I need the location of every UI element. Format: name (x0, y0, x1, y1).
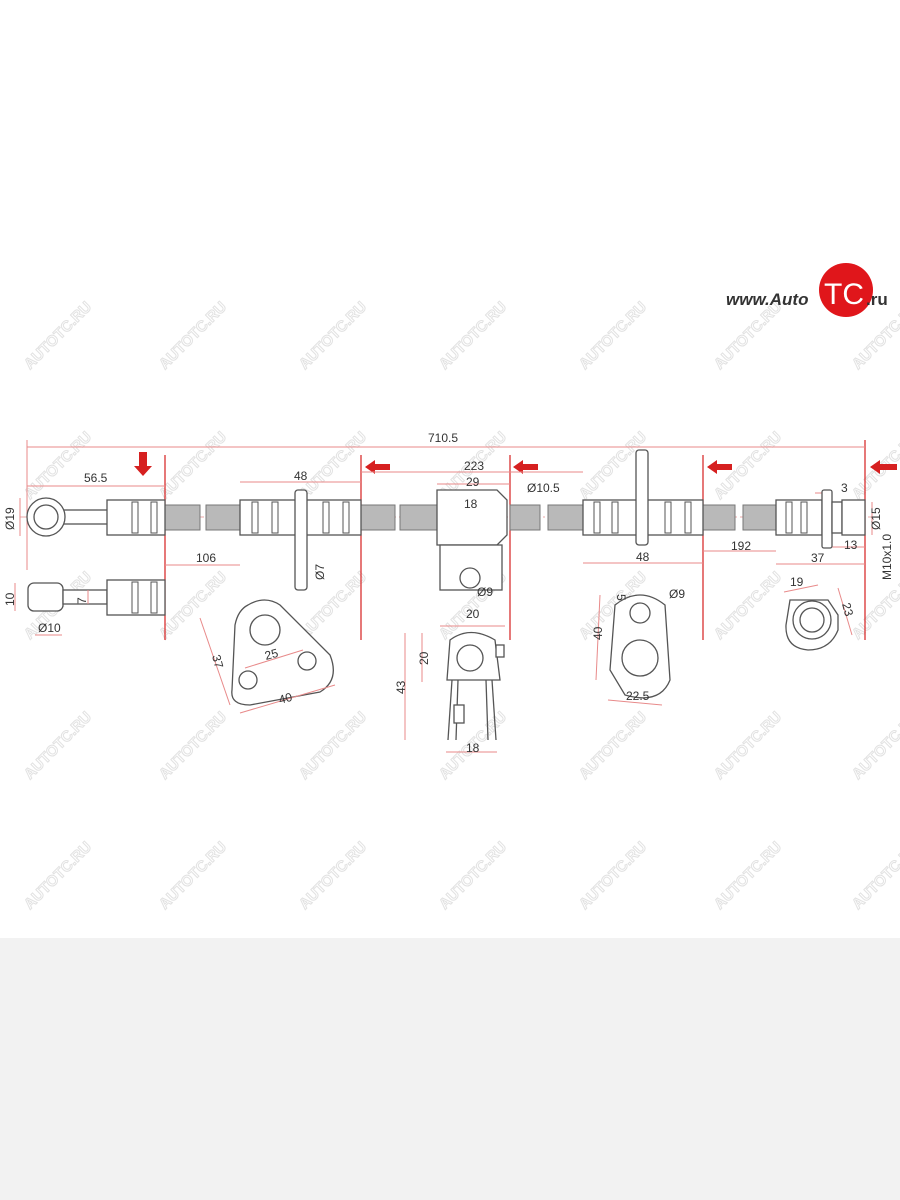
dim-nut-diameter: Ø15 (869, 507, 883, 530)
watermark-text: AUTOTC.RU (576, 839, 650, 913)
dim-hose-diameter: Ø10.5 (527, 481, 560, 495)
dim-gap-106: 106 (196, 551, 216, 565)
dimension-lines (19, 446, 873, 566)
watermark-text: AUTOTC.RU (296, 839, 370, 913)
dim-nut-13: 13 (844, 538, 858, 552)
watermark-text: AUTOTC.RU (156, 299, 230, 373)
arrow-down-icon (134, 452, 152, 476)
watermark-text: AUTOTC.RU (711, 299, 785, 373)
dim-thread: M10x1.0 (880, 534, 894, 580)
logo-prefix: www.Auto (726, 290, 808, 309)
dim-side-7: 7 (75, 597, 89, 604)
dim-fitting2-length: 48 (636, 550, 650, 564)
dim-clip-front-20w: 20 (466, 607, 480, 621)
arrow-left-icon (365, 460, 390, 474)
dimension-labels: 710.5 56.5 Ø19 48 106 Ø7 223 29 18 Ø10.5… (3, 431, 894, 755)
watermark-text: AUTOTC.RU (296, 709, 370, 783)
dim-nut-23: 23 (839, 601, 856, 618)
watermark-text: AUTOTC.RU (156, 709, 230, 783)
watermark-text: AUTOTC.RU (711, 569, 785, 643)
dim-clip-29: 29 (466, 475, 480, 489)
dim-oval-22-5: 22.5 (626, 689, 650, 703)
watermark-text: AUTOTC.RU (849, 709, 900, 783)
dim-end-37: 37 (811, 551, 825, 565)
dim-washer-3: 3 (841, 481, 848, 495)
dim-nut-19: 19 (790, 575, 804, 589)
watermark-text: AUTOTC.RU (21, 709, 95, 783)
dim-clip-front-43: 43 (394, 680, 408, 694)
dim-span-223: 223 (464, 459, 484, 473)
hose-fitting-bracket-2 (582, 449, 704, 546)
arrow-left-icon (513, 460, 538, 474)
clip-front-view (404, 625, 505, 753)
dim-clip-hole: Ø9 (477, 585, 493, 599)
dim-eye-diameter: Ø19 (3, 507, 17, 530)
watermark-text: AUTOTC.RU (711, 839, 785, 913)
dim-hole-7: Ø7 (313, 564, 327, 580)
watermark-text: AUTOTC.RU (849, 839, 900, 913)
watermark-text: AUTOTC.RU (156, 839, 230, 913)
banjo-eye-fitting (26, 497, 166, 537)
dim-clip-front-18: 18 (466, 741, 480, 755)
hose-segments (164, 504, 777, 531)
watermark-text: AUTOTC.RU (436, 299, 510, 373)
watermark-text: AUTOTC.RU (156, 569, 230, 643)
mounting-arrows (134, 452, 897, 476)
oval-bracket-view (595, 594, 671, 706)
clip-fitting (436, 489, 508, 591)
dim-gap-192: 192 (731, 539, 751, 553)
dim-side-10: 10 (3, 592, 17, 606)
dim-oval-40: 40 (591, 626, 605, 640)
logo-circle (819, 263, 873, 317)
watermark-text: AUTOTC.RU (576, 709, 650, 783)
arrow-left-icon (707, 460, 732, 474)
logo-suffix: .ru (866, 290, 888, 309)
logo-mark: TC (824, 278, 864, 311)
dim-tri-40: 40 (277, 690, 294, 707)
dim-clip-front-20h: 20 (417, 651, 431, 665)
dim-oval-hole: Ø9 (669, 587, 685, 601)
watermark-text: AUTOTC.RU (711, 709, 785, 783)
triangle-bracket-view (199, 599, 336, 714)
dim-tri-25: 25 (263, 646, 280, 663)
dim-total-length: 710.5 (428, 431, 458, 445)
watermark-text: AUTOTC.RU (156, 429, 230, 503)
dim-clip-18: 18 (464, 497, 478, 511)
arrow-left-icon (870, 460, 897, 474)
watermark-text: AUTOTC.RU (21, 299, 95, 373)
dim-tri-37: 37 (209, 653, 226, 670)
watermark-text: AUTOTC.RU (576, 299, 650, 373)
dim-fitting1-length: 48 (294, 469, 308, 483)
side-view-fitting (14, 579, 166, 636)
end-fitting-nut (775, 489, 866, 549)
autotc-logo: www.Auto TC .ru (726, 263, 888, 317)
watermark-text: AUTOTC.RU (296, 299, 370, 373)
dim-side-d10: Ø10 (38, 621, 61, 635)
drawing-sheet (0, 0, 900, 938)
dim-oval-5: 5 (614, 594, 628, 601)
dim-eye-offset: 56.5 (84, 471, 108, 485)
nut-end-view (783, 584, 853, 651)
hose-fitting-bracket-1 (239, 489, 362, 591)
watermark-text: AUTOTC.RU (436, 839, 510, 913)
watermark-text: AUTOTC.RU (21, 429, 95, 503)
watermark-text: AUTOTC.RU (21, 839, 95, 913)
